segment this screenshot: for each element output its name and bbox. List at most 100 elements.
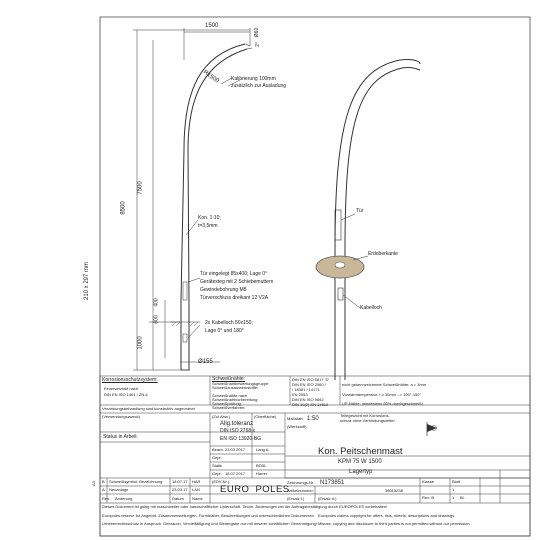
row-key-3: Statik xyxy=(212,463,223,468)
footer-right-2: Misuse, copying and disclosure to third … xyxy=(318,521,470,526)
rev-head-2: Änderung xyxy=(115,496,133,501)
blatt-count: 1 xyxy=(452,495,455,500)
weld-right-2: Vorwärmtemperatur: t ≥ 30mm --> 100°-150… xyxy=(342,392,422,397)
corrosion-line-4: Verzinkungsbehandlung sind konstruktiv a… xyxy=(102,406,195,411)
artikel-value: 36015238 xyxy=(385,488,403,493)
footer-left-3: Urheberrechtsschutz in Anspruch. Gebrauc… xyxy=(102,521,317,526)
dim-height-total: 8500 xyxy=(120,201,127,215)
note-cone-2: t=3,5mm xyxy=(198,223,218,229)
zeichnung-label: Zeichnungs-Nr. xyxy=(287,480,315,485)
note-door-4: Türverschluss dreikant 12 V2A xyxy=(200,295,269,301)
dim-base-diam: Ø155 xyxy=(198,359,213,365)
teilegewicht-1: Teilegewicht mit Korrosions- xyxy=(340,413,390,418)
sheet-border xyxy=(99,16,531,537)
oberflaeche: (Oberfläche) xyxy=(254,414,277,419)
rev-b-text: Schweißsymbol: Bezeichnung xyxy=(109,479,163,484)
weld-line-2: Schweißzusatzwerkstoffe: xyxy=(212,385,259,390)
tolerance-2: DIN ISO 2768-c xyxy=(220,428,256,434)
flag-icon xyxy=(426,422,437,436)
rev-a-by: LAN xyxy=(192,487,200,492)
note-cable-2: Lage 0° und 180° xyxy=(205,328,244,334)
dim-tip-slope: 2° xyxy=(254,42,261,47)
weld-line-4: Schweißnähte nach xyxy=(212,393,248,398)
klasse-label: Klasse xyxy=(422,479,435,484)
blatt-label: Blatt xyxy=(452,479,461,484)
massstab-label: Maßstab: xyxy=(287,416,304,421)
zeichnung-value: N173851 xyxy=(320,480,345,486)
corrosion-line-1: Feuerverzinkt nach xyxy=(104,386,139,391)
drawing-title-1: Kon. Peitschenmast xyxy=(318,446,403,457)
norm-line-4: EN 2553 xyxy=(292,392,308,397)
note-cone-1: Kon. 1:10; xyxy=(198,215,221,221)
footer-left-2: Europoles reserve for Angebot, Zusammens… xyxy=(102,513,314,518)
dim-top-width: 1500 xyxy=(205,23,219,29)
dimension-lines xyxy=(133,28,251,371)
calibration-note-2: zusätzlich zur Ausladung xyxy=(231,83,287,89)
norm-line-3: / 18381 / 14171 xyxy=(292,387,320,392)
blatt-value: 1 xyxy=(452,487,455,492)
row-name-3: BÖßL xyxy=(256,463,267,468)
rev-a-text: Neuanlage xyxy=(109,487,129,492)
row-key-4: Gepr. xyxy=(212,471,222,476)
rev-a-code: A xyxy=(102,487,105,492)
rev-head-3: Datum xyxy=(172,496,184,501)
sheet-size-label: 210 x 297 mm xyxy=(84,261,90,300)
massstab-value: 1:50 xyxy=(307,416,319,422)
footer-left-1: Dieses Dokument ist gültig mit maschinel… xyxy=(102,504,388,509)
rev-label: Rev: B xyxy=(422,495,435,500)
note-door-2: Gerätesteg mit 2 Schiebemuttern xyxy=(200,279,274,285)
edv-nr: (EDV-Nr.) xyxy=(212,479,230,484)
artikel-label: Artikelnummer: xyxy=(287,488,314,493)
zul-abw: (Zul.Abw.) xyxy=(212,414,231,419)
label-ground: Erdoberkante xyxy=(368,251,399,257)
weld-line-5: Schweißnahtvorbereitung: xyxy=(212,397,259,402)
dim-400: 400 xyxy=(153,298,160,307)
pole-sketch xyxy=(334,59,421,380)
tolerance-3: EN ISO 13920-BG xyxy=(220,436,262,442)
weld-title: Schweißnähte: xyxy=(212,376,246,382)
norm-line-1: DIN EN ISO 5817 'D' xyxy=(292,377,330,382)
note-cable-1: 2x Kabelloch 50x150; xyxy=(205,320,253,326)
corrosion-line-2: DIN EN ISO 1461 / ZN-k xyxy=(104,392,148,397)
rev-b-date: 18.07.17 xyxy=(172,479,188,484)
teilegewicht-2: schutz ohne Verbindungsmittel xyxy=(340,418,395,423)
row-key-1: Bearb. xyxy=(212,447,224,452)
status-text: Status in Arbeit xyxy=(103,434,137,440)
calibration-note-1: Kalibrierung 100mm xyxy=(231,76,276,82)
label-door: Tür xyxy=(356,208,364,214)
drawing-title-3: Lagertyp xyxy=(349,469,373,475)
ersatz-f: (Ersatz f.) xyxy=(287,496,305,501)
ersatz-d: (Ersatz d.) xyxy=(318,496,337,501)
werkstoff: (Werkstoff) xyxy=(287,424,307,429)
rev-a-date: 23.03.17 xyxy=(172,487,188,492)
note-door-3: Gewindebohrung M8 xyxy=(200,287,247,293)
norm-line-2: DIN EN ISO 2560 / xyxy=(292,382,326,387)
corrosion-title: Korrosionsschutzsystem: xyxy=(102,377,158,383)
blatt-suffix: Bl. xyxy=(460,495,465,500)
drawing-title-2: KPM 75 W 1500 xyxy=(338,459,382,465)
row-name-1: Lang A. xyxy=(256,447,270,452)
norm-line-5: DIN EN ISO 9692 xyxy=(292,397,324,402)
label-cable: Kabelloch xyxy=(360,305,382,311)
row-name-4: Harrer xyxy=(256,471,268,476)
dim-height-upper: 7500 xyxy=(137,181,144,195)
verwendungszweck: (Verwendungszweck) xyxy=(102,414,141,419)
weld-right-1: nicht gekennzeichnete Schweißnähte: a = … xyxy=(342,382,427,387)
rev-head-1: Rev. xyxy=(102,496,110,501)
dim-height-lower: 1000 xyxy=(137,336,144,350)
title-block-grid xyxy=(99,375,531,537)
weld-line-1: Schweißnahtbewertungsgruppe: xyxy=(212,381,270,386)
weld-line-6: Schweißprüfung: xyxy=(212,401,243,406)
row-key-2: Gepr. xyxy=(212,455,222,460)
weld-line-7: Schweißverfahren: xyxy=(212,405,246,410)
rev-b-by: HAR xyxy=(192,479,201,484)
row-date-4: 18.07.2017 xyxy=(225,471,246,476)
rev-head-4: Name xyxy=(192,496,203,501)
note-door-1: Tür eingelegt 85x400; Lage 0° xyxy=(200,271,268,277)
norm-line-6: DIN 10(2) EN 14610 xyxy=(292,402,329,407)
dim-600: 600 xyxy=(153,315,160,324)
side-code: A3 xyxy=(91,481,96,486)
